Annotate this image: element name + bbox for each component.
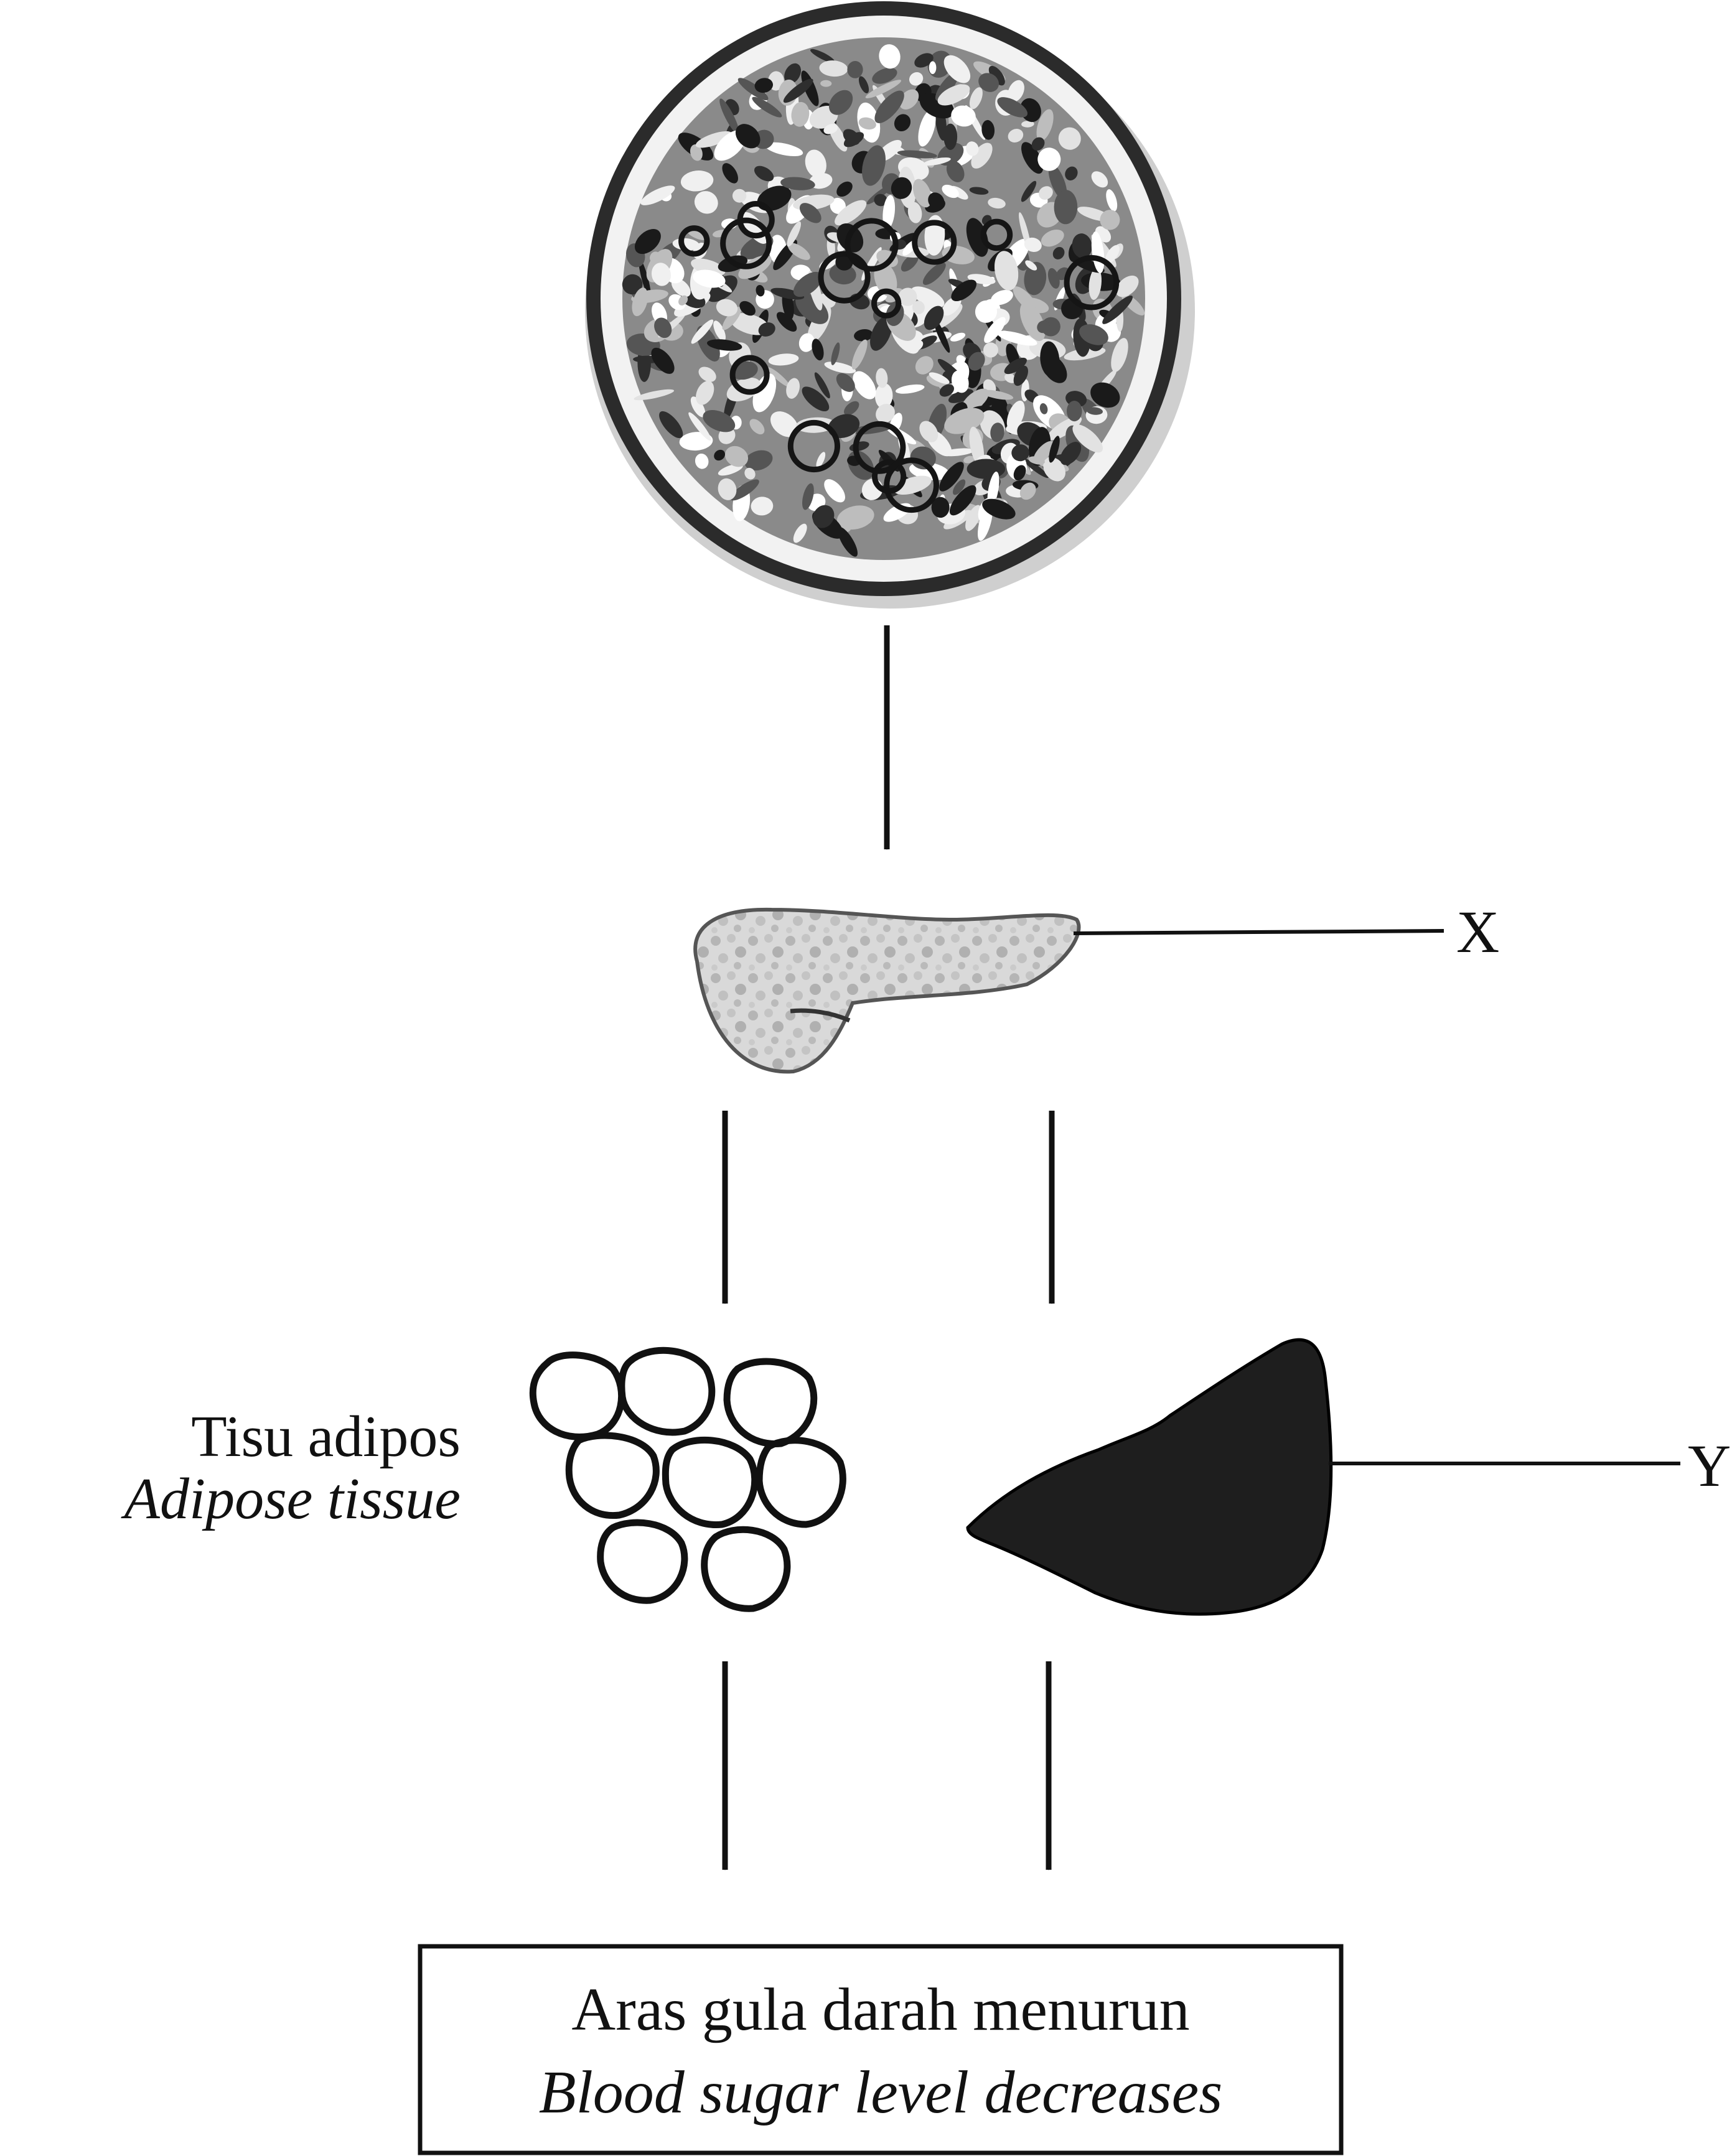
result-text-english: Blood sugar level decreases [539, 2059, 1223, 2126]
result-box: Aras gula darah menurun Blood sugar leve… [420, 1946, 1341, 2153]
pancreas-image [695, 910, 1079, 1071]
label-line-x [1074, 931, 1444, 933]
label-y: Y [1688, 1432, 1731, 1499]
food-speck [943, 124, 957, 150]
adipose-tissue-image [533, 1350, 843, 1608]
result-text-malay: Aras gula darah menurun [571, 1976, 1189, 2043]
liver-image [968, 1340, 1331, 1614]
label-x: X [1456, 898, 1499, 965]
adipose-label-english: Adipose tissue [121, 1467, 461, 1531]
food-plate-image [585, 1, 1195, 609]
food-speck [1067, 401, 1082, 421]
food-speck [967, 459, 1006, 479]
food-speck [929, 61, 937, 74]
adipose-label-malay: Tisu adipos [191, 1404, 461, 1469]
